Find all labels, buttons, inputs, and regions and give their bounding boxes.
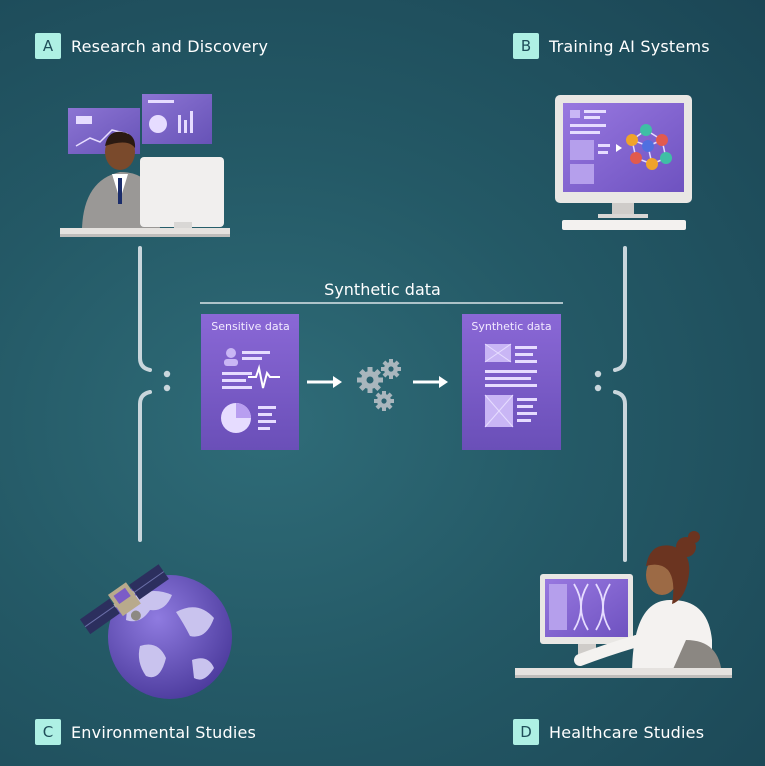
badge-c: C — [35, 719, 61, 745]
label-research-and-discovery: Research and Discovery — [71, 36, 269, 56]
label-environmental-studies: Environmental Studies — [71, 722, 257, 742]
center-title: Synthetic data — [324, 280, 441, 299]
corner-a-label: A Research and Discovery — [35, 33, 268, 59]
corner-b-label: B Training AI Systems — [513, 33, 710, 59]
researcher-at-desk-icon — [60, 94, 230, 237]
badge-a: A — [35, 33, 61, 59]
synthetic-data-document — [462, 314, 561, 450]
healthcare-researcher-icon — [515, 531, 732, 678]
sensitive-data-title: Sensitive data — [211, 320, 290, 333]
ai-computer-icon — [555, 95, 692, 230]
left-bracket-connector — [138, 246, 152, 542]
right-bracket-connector — [613, 246, 627, 562]
gears-icon — [357, 359, 401, 411]
arrow-right-icon — [307, 376, 342, 388]
corner-d-label: D Healthcare Studies — [513, 719, 704, 745]
right-bracket-dots — [594, 370, 602, 392]
corner-c-label: C Environmental Studies — [35, 719, 256, 745]
label-healthcare-studies: Healthcare Studies — [549, 722, 705, 742]
arrow-right-icon — [413, 376, 448, 388]
badge-d: D — [513, 719, 539, 745]
badge-b: B — [513, 33, 539, 59]
left-bracket-dots — [163, 370, 171, 392]
label-training-ai-systems: Training AI Systems — [549, 36, 710, 56]
sensitive-data-document — [201, 314, 299, 450]
satellite-globe-icon — [79, 564, 232, 699]
synthetic-data-title: Synthetic data — [471, 320, 552, 333]
